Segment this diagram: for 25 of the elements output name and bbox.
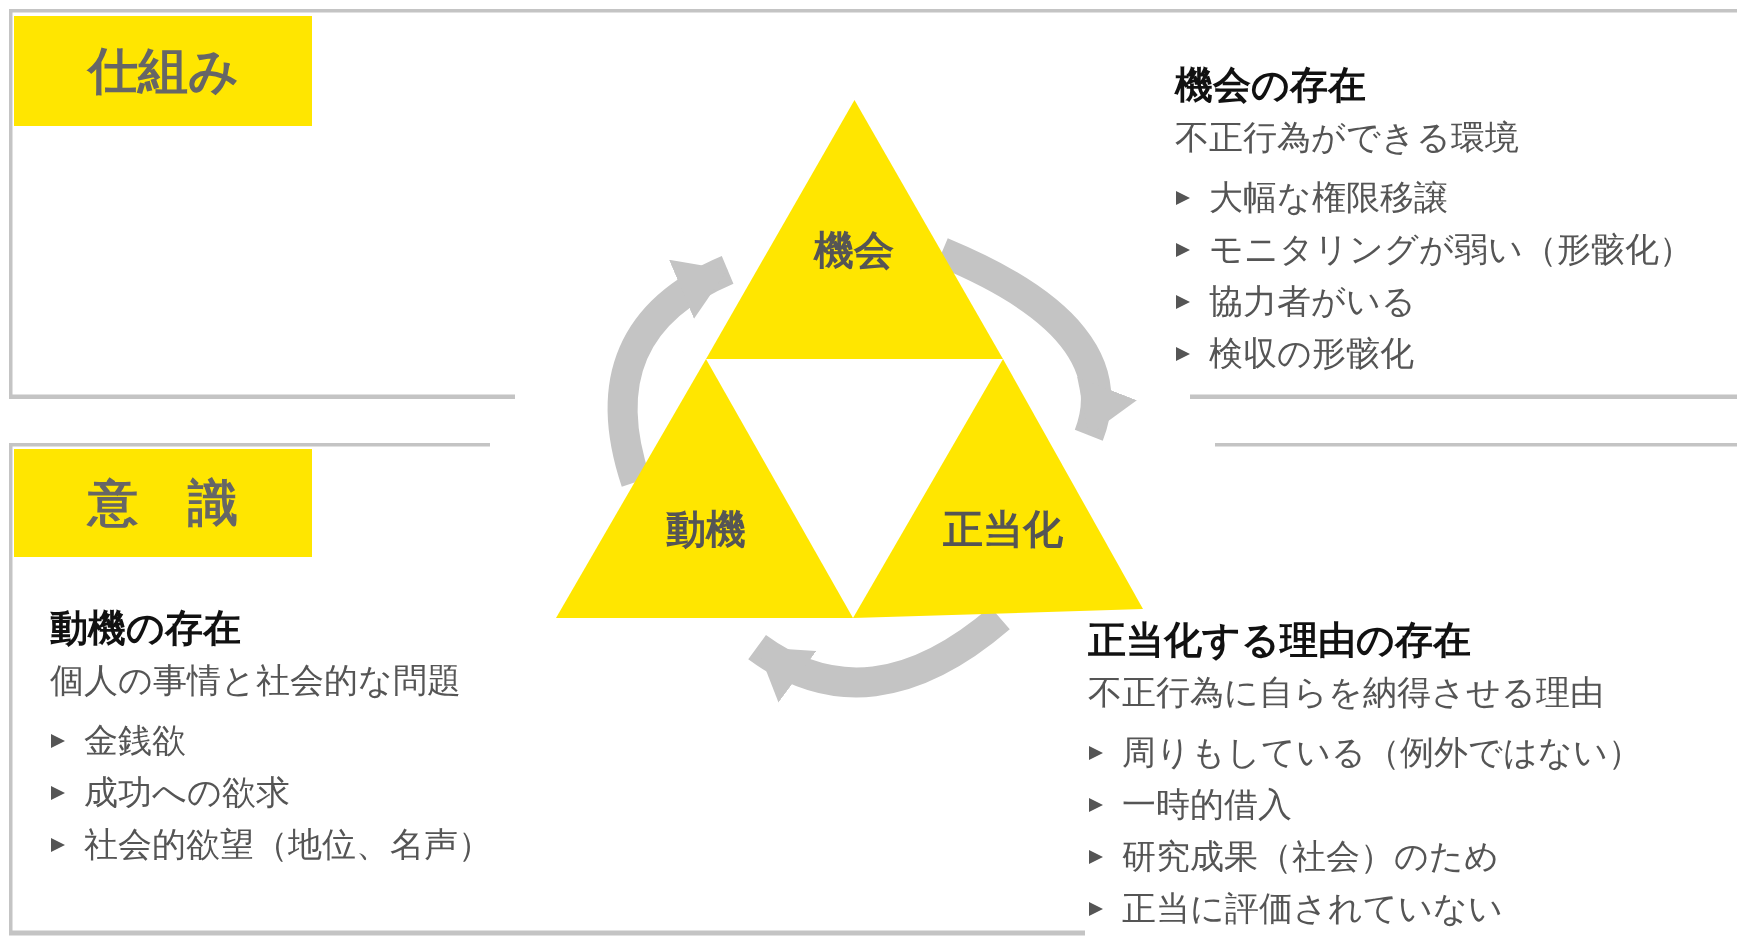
bullet-text: 協力者がいる	[1209, 280, 1416, 323]
subtitle: 不正行為ができる環境	[1175, 116, 1520, 159]
bullet-text: モニタリングが弱い（形骸化）	[1209, 228, 1693, 271]
triangle-label: 機会	[814, 225, 894, 275]
bullet-text: 正当に評価されていない	[1122, 887, 1503, 930]
bullet-text: 社会的欲望（地位、名声）	[84, 823, 492, 866]
bullet-text: 金銭欲	[84, 719, 186, 762]
section-header: 仕組み	[14, 16, 312, 126]
heading: 正当化する理由の存在	[1088, 617, 1472, 664]
bullet-text: 検収の形骸化	[1209, 332, 1414, 375]
section-panel	[9, 443, 1737, 937]
bullet-text: 大幅な権限移譲	[1209, 176, 1448, 219]
section-panel	[9, 9, 1737, 399]
subtitle: 不正行為に自らを納得させる理由	[1088, 671, 1605, 714]
bullet-text: 成功への欲求	[84, 771, 290, 814]
triangle-label: 動機	[666, 504, 746, 554]
bullet-text: 研究成果（社会）のため	[1122, 835, 1499, 878]
heading: 動機の存在	[50, 605, 242, 652]
section-header: 意 識	[14, 449, 312, 557]
heading: 機会の存在	[1175, 62, 1367, 109]
bullet-text: 一時的借入	[1122, 783, 1292, 826]
triangle-label: 正当化	[943, 504, 1063, 554]
arrow	[607, 256, 735, 487]
subtitle: 個人の事情と社会的な問題	[50, 659, 462, 702]
bullet-text: 周りもしている（例外ではない）	[1122, 731, 1642, 774]
